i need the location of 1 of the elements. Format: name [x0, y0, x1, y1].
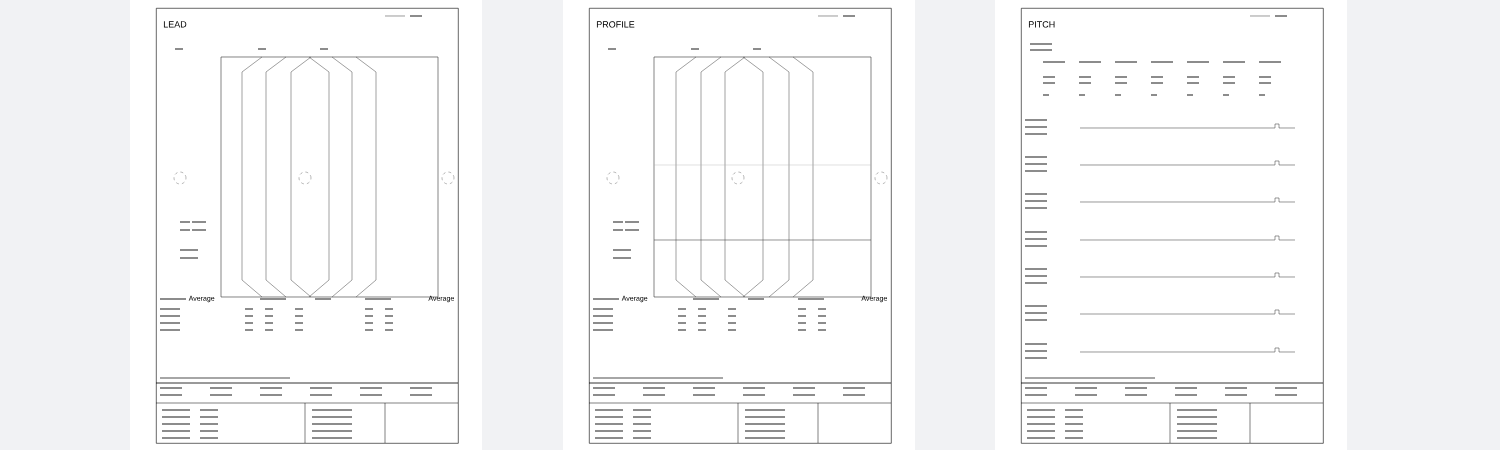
report-page: PITCH: [1021, 8, 1324, 444]
